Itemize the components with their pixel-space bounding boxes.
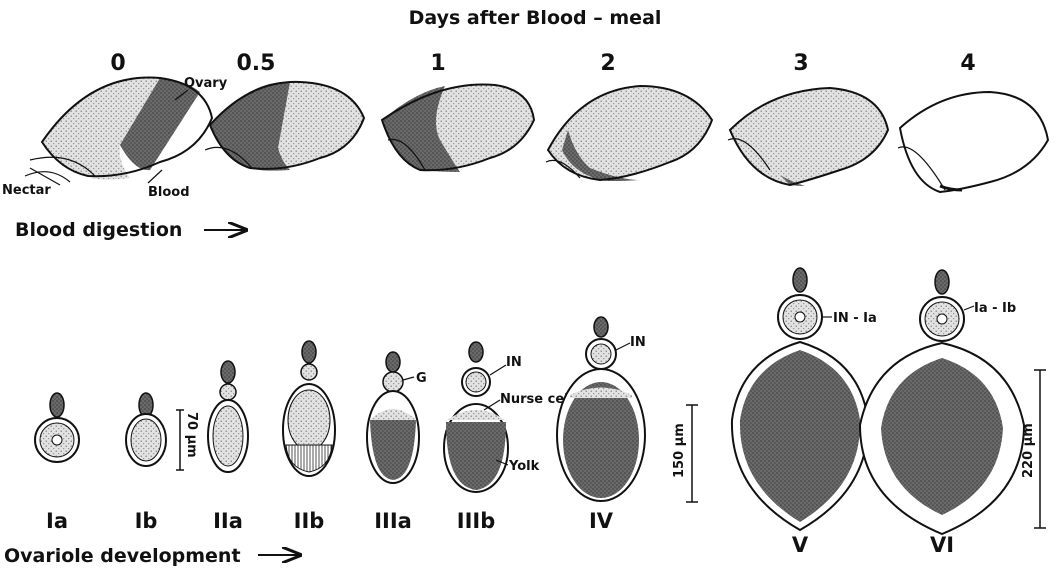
- stage-label-vi: VI: [930, 533, 954, 557]
- blood-label: Blood: [148, 185, 190, 200]
- abdomen-day-1: [382, 84, 534, 172]
- abdomen-day-4: [898, 92, 1048, 192]
- day-label-1: 1: [430, 51, 445, 76]
- stage-label-ib: Ib: [135, 509, 158, 533]
- ovariole-ia: [35, 393, 79, 462]
- ovariole-iib: [283, 341, 335, 476]
- ovariole-v: [732, 268, 868, 530]
- stage-label-iiia: IIIa: [374, 509, 412, 533]
- ovariole-ib: [126, 393, 166, 466]
- day-label-2: 2: [600, 51, 615, 76]
- in-label-iv: IN: [630, 335, 646, 350]
- ovariole-development-label: Ovariole development: [4, 545, 241, 567]
- stage-label-v: V: [792, 533, 809, 557]
- day-label-4: 4: [960, 51, 975, 76]
- abdomen-day-0-5: [205, 82, 364, 171]
- abdomen-day-0: [25, 78, 212, 185]
- stage-label-iiib: IIIb: [457, 509, 495, 533]
- scale-220-label: 220 µm: [1021, 423, 1036, 478]
- scale-70-label: 70 µm: [184, 412, 199, 458]
- ovariole-iia: [208, 361, 248, 472]
- abdomen-day-2: [546, 86, 712, 181]
- g-label: G: [416, 371, 427, 386]
- ovariole-iiib: [444, 342, 508, 492]
- abdomen-day-3: [728, 88, 888, 186]
- ovary-label: Ovary: [184, 76, 228, 91]
- day-label-0-5: 0.5: [237, 51, 276, 76]
- blood-digestion-label: Blood digestion: [15, 219, 182, 241]
- stage-label-iia: IIa: [213, 509, 243, 533]
- ia-ib-label: Ia - Ib: [974, 301, 1016, 316]
- day-label-3: 3: [793, 51, 808, 76]
- yolk-label: Yolk: [508, 459, 540, 474]
- in-ia-label: IN - Ia: [833, 311, 877, 326]
- stage-label-iib: IIb: [294, 509, 325, 533]
- in-label-iiib: IN: [506, 355, 522, 370]
- stage-label-ia: Ia: [46, 509, 68, 533]
- ovariole-iiia: [367, 352, 419, 483]
- header-title: Days after Blood – meal: [409, 7, 662, 29]
- stage-label-iv: IV: [589, 509, 614, 533]
- scale-150-label: 150 µm: [672, 423, 687, 478]
- day-label-0: 0: [110, 51, 125, 76]
- nectar-label: Nectar: [2, 183, 51, 198]
